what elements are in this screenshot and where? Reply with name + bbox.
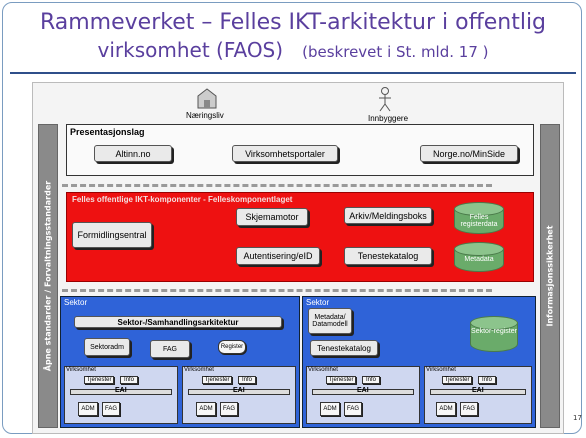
tenestekatalog-common-box: Tenestekatalog: [344, 247, 432, 265]
sector-right-heading: Sektor: [306, 298, 330, 307]
metadata-db: Metadata: [454, 242, 504, 272]
layer-divider-2: [62, 289, 492, 292]
autentisering-eid-box: Autentisering/eID: [236, 247, 320, 265]
presentation-heading: Presentasjonslag: [70, 127, 145, 137]
eai-bar-3: [312, 389, 414, 395]
adm-box-4: ADM: [436, 402, 456, 416]
virksomhet-label-2: Virksomhet: [184, 367, 214, 373]
tjenester-box-1: Tjenester: [84, 376, 114, 384]
tjenester-box-4: Tjenester: [442, 376, 472, 384]
eai-label-1: EAI: [115, 387, 127, 394]
skjemamotor-box: Skjemamotor: [236, 208, 308, 226]
fag-small-box-4: FAG: [460, 402, 478, 416]
fag-small-box-2: FAG: [220, 402, 238, 416]
norge-minside-button: Norge.no/MinSide: [420, 145, 518, 162]
tjenester-box-2: Tjenester: [202, 376, 232, 384]
metadata-datamodell-box: Metadata/ Datamodell: [308, 308, 352, 334]
sektorregister-db: Sektor-register: [470, 316, 518, 352]
altinn-button: Altinn.no: [94, 145, 172, 162]
tenestekatalog-sector-box: Tenestekatalog: [310, 340, 378, 356]
layer-divider-1: [62, 184, 492, 187]
fag-box: FAG: [150, 340, 190, 358]
info-box-2: Info: [238, 376, 256, 384]
eai-bar-4: [430, 389, 526, 395]
open-standards-label: Åpne standarder / Forvaltningsstandarder: [43, 180, 53, 372]
virksomhet-label-1: Virksomhet: [66, 367, 96, 373]
virksomhet-label-3: Virksomhet: [308, 367, 338, 373]
eai-label-2: EAI: [233, 387, 245, 394]
eai-bar-1: [70, 389, 172, 395]
samhandlingsarkitektur-bar: Sektor-/Samhandlingsarkitektur: [74, 316, 282, 328]
actor-citizens-label: Innbyggere: [368, 114, 409, 123]
eai-label-3: EAI: [357, 387, 369, 394]
information-security-sidebar: Informasjonssikkerhet: [540, 124, 560, 428]
formidlingsentral-box: Formidlingsentral: [72, 222, 152, 248]
fag-small-box-3: FAG: [344, 402, 362, 416]
slide-title-main: virksomhet (FAOS): [97, 38, 284, 62]
page-number: 17: [573, 414, 582, 422]
fag-small-box-1: FAG: [102, 402, 120, 416]
sektoradm-box: Sektoradm: [84, 338, 130, 356]
arkiv-meldingsboks-box: Arkiv/Meldingsboks: [344, 207, 432, 224]
sector-left-heading: Sektor: [64, 298, 88, 307]
slide-title-note: (beskrevet i St. mld. 17 ): [302, 43, 489, 61]
virksomhetsportaler-button: Virksomhetsportaler: [232, 145, 338, 162]
actor-business-label: Næringsliv: [186, 111, 224, 120]
adm-box-3: ADM: [320, 402, 340, 416]
title-rule: [10, 72, 576, 74]
slide-title-line1: Rammeverket – Felles IKT-arkitektur i of…: [39, 10, 547, 35]
felles-registerdata-db: Felles registerdata: [454, 202, 504, 234]
info-box-1: Info: [120, 376, 138, 384]
information-security-label: Informasjonssikkerhet: [545, 225, 555, 327]
virksomhet-label-4: Virksomhet: [426, 367, 456, 373]
info-box-4: Info: [478, 376, 496, 384]
eai-bar-2: [188, 389, 290, 395]
adm-box-1: ADM: [78, 402, 98, 416]
slide-title-line2: virksomhet (FAOS) (beskrevet i St. mld. …: [0, 38, 586, 62]
business-building-icon: [197, 88, 217, 109]
virksomhet-block-1: [64, 366, 178, 424]
common-components-heading: Felles offentlige IKT-komponenter - Fell…: [72, 195, 293, 204]
info-box-3: Info: [362, 376, 380, 384]
tjenester-box-3: Tjenester: [326, 376, 356, 384]
open-standards-sidebar: Åpne standarder / Forvaltningsstandarder: [38, 124, 58, 428]
eai-label-4: EAI: [472, 387, 484, 394]
register-db: Register: [218, 340, 246, 354]
adm-box-2: ADM: [196, 402, 216, 416]
citizen-person-icon: [379, 87, 391, 112]
